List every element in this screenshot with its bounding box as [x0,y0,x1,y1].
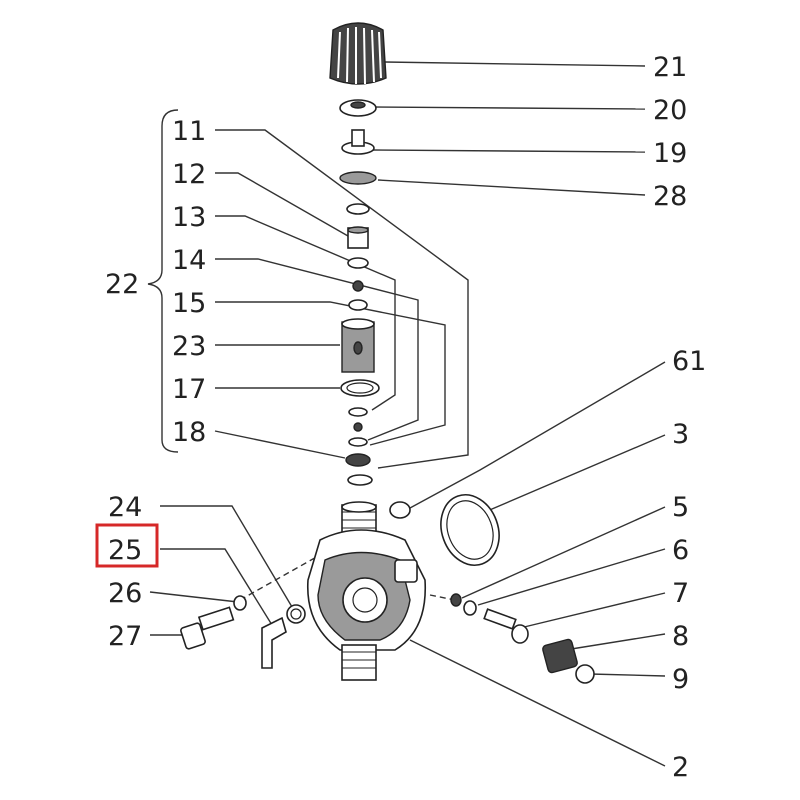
label-28: 28 [653,181,687,212]
washer-5 [450,593,462,607]
label-7: 7 [672,578,689,609]
leader-2 [409,639,666,767]
cartridge-23 [341,318,375,373]
leader-5 [461,506,666,599]
seat-15 [348,299,368,311]
ball-14 [352,280,364,292]
lower-stack [345,407,373,486]
label-23: 23 [172,331,206,362]
cap-9 [575,664,595,684]
label-19: 19 [653,138,687,169]
label-20: 20 [653,95,687,126]
leader-13 [215,215,396,411]
leader-28 [377,179,646,196]
leader-lines [149,61,666,767]
leader-8 [564,633,666,651]
label-25: 25 [108,535,142,566]
label-17: 17 [172,374,206,405]
leader-12 [215,172,349,237]
nut-61 [389,501,411,519]
leader-14 [215,258,419,441]
label-24: 24 [108,492,142,523]
leader-11 [215,129,469,469]
label-2: 2 [672,752,689,783]
label-12: 12 [172,159,206,190]
elbow-25 [261,616,287,669]
label-26: 26 [108,578,142,609]
pump-head-body-2 [306,501,427,681]
pin-7 [483,608,529,644]
leader-21 [384,61,646,67]
part-number-labels: 21 20 19 28 11 12 13 14 15 23 17 18 22 6… [105,52,706,783]
filter-28 [339,171,377,185]
label-9: 9 [672,664,689,695]
washer-26 [233,595,247,611]
leader-20 [371,106,646,110]
group-22-bracket [147,109,179,453]
label-61: 61 [672,346,706,377]
leader-25 [160,548,273,626]
washer-13 [347,257,369,269]
label-11: 11 [172,116,206,147]
leader-6 [477,548,666,606]
label-14: 14 [172,245,206,276]
leader-3 [484,434,666,513]
label-18: 18 [172,417,206,448]
leader-15 [215,301,446,446]
fitting-19 [341,129,375,155]
oring-24 [286,604,306,624]
leader-18 [214,430,346,459]
leader-24 [160,505,296,613]
bolt-27 [180,606,235,650]
washer-6 [463,600,477,616]
label-8: 8 [672,621,689,652]
leader-26 [149,591,239,603]
label-22: 22 [105,269,139,300]
leader-19 [371,149,646,153]
label-21: 21 [653,52,687,83]
bushing-12 [347,226,369,249]
label-3: 3 [672,419,689,450]
leader-61 [409,361,666,509]
top-cap-21 [329,22,387,85]
oring-17 [340,379,380,397]
knob-8 [542,638,578,674]
label-15: 15 [172,288,206,319]
label-5: 5 [672,492,689,523]
axis-line [239,554,321,601]
label-6: 6 [672,535,689,566]
highlight-box-label-25 [95,523,159,568]
leader-9 [589,673,666,677]
label-27: 27 [108,621,142,652]
oring-3 [440,494,500,566]
label-13: 13 [172,202,206,233]
leader-7 [519,592,666,629]
washer-20 [339,99,377,117]
oring-11 [346,203,370,215]
